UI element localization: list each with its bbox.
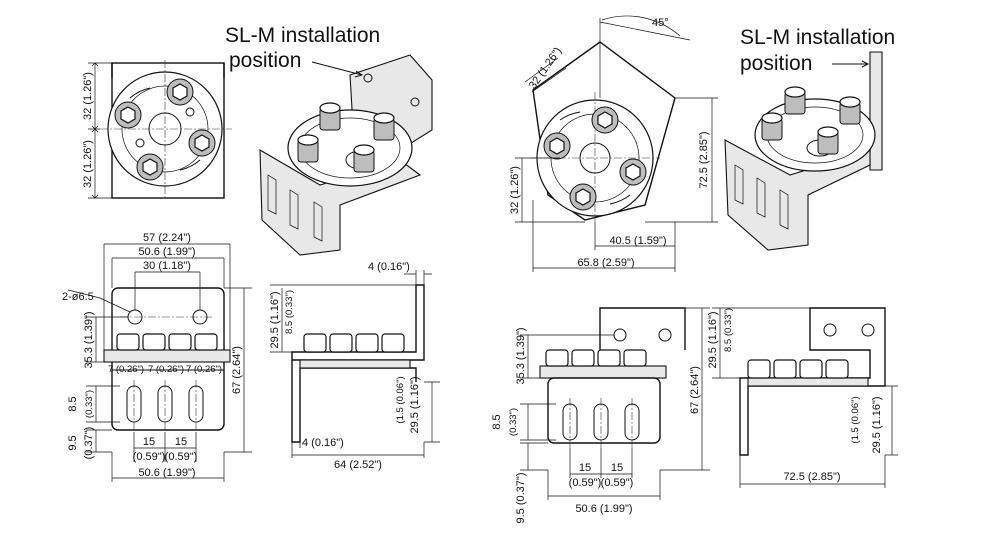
right-side-view: 29.5 (1.16") 8.5 (0.33") (1.5 (0.06") 29… (707, 307, 898, 488)
dim-1-5-0-06: (1.5 (0.06") (395, 376, 406, 423)
right-front-view: 45° 32 (1.26") 72.5 (2.85") 32 (1.26") 4… (509, 15, 718, 272)
hex-bolt-icon (839, 96, 861, 125)
dim-r-35-3: 35.3 (1.39") (515, 327, 527, 384)
hex-bolt-icon (166, 78, 194, 106)
right-iso-view (724, 51, 883, 251)
hex-bolt-icon (373, 112, 395, 141)
hex-bolt-icon (319, 102, 341, 131)
dim-r-15-b: 15 (611, 462, 623, 474)
dim-r-32-vert: 32 (1.26") (509, 166, 521, 214)
dim-r-15-a: 15 (579, 462, 591, 474)
right-bottom-front-view: 35.3 (1.39") 8.5 (0.33") 9.5 (0.37") 67 … (491, 307, 710, 524)
dim-r-0-59-b: (0.59") (601, 477, 634, 489)
dim-32-top: 32 (1.26") (82, 72, 94, 120)
angle-45: 45° (652, 17, 669, 29)
dim-50-6-bottom: 50.6 (1.99") (138, 467, 195, 479)
dim-8-5: 8.5 (67, 396, 79, 411)
hex-bolt-icon (784, 86, 806, 115)
hex-bolt-icon (543, 132, 571, 160)
callout-right-line2: position (740, 52, 813, 75)
dim-r-32-diag: 32 (1.26") (527, 45, 564, 91)
dim-72-5: 72.5 (2.85") (698, 131, 710, 188)
dim-35-3: 35.3 (1.39") (83, 311, 95, 368)
dim-4-top: 4 (0.16") (368, 261, 410, 273)
callout-left-line2: position (229, 49, 302, 72)
dim-r-8-5-in: (0.33") (508, 408, 519, 436)
dim-r-1-5-0-06: (1.5 (0.06") (850, 396, 861, 443)
dim-0-59-b: (0.59") (165, 451, 198, 463)
hex-bolt-icon (114, 101, 142, 129)
hex-bolt-icon (297, 134, 319, 163)
hex-bolt-icon (761, 112, 783, 141)
dim-4-bottom: 4 (0.16") (302, 437, 344, 449)
dim-r-0-59-a: (0.59") (569, 477, 602, 489)
dim-r-67: 67 (2.64") (689, 366, 701, 414)
dim-67: 67 (2.64") (231, 346, 243, 394)
dim-r-29-5-side: 29.5 (1.16") (871, 396, 883, 453)
dim-50-6-top: 50.6 (1.99") (138, 246, 195, 258)
hex-bolt-icon (619, 158, 647, 186)
dim-15-a: 15 (143, 436, 155, 448)
hex-bolt-icon (188, 129, 216, 157)
callout-left-line1: SL-M installation (225, 24, 381, 47)
dim-57: 57 (2.24") (143, 232, 191, 244)
bolt-row (116, 333, 218, 351)
callout-right-line1: SL-M installation (740, 26, 896, 49)
dim-7-b: 7 (0.26") (148, 364, 184, 375)
dim-7-a: 7 (0.26") (108, 364, 144, 375)
dim-15-b: 15 (175, 436, 187, 448)
dim-29-5-side: 29.5 (1.16") (409, 376, 421, 433)
dim-32-bottom: 32 (1.26") (82, 140, 94, 188)
hex-bolt-icon (569, 183, 597, 211)
hex-bolt-icon (353, 144, 375, 173)
dim-7-c: 7 (0.26") (186, 364, 222, 375)
left-front-view: 32 (1.26") 32 (1.26") (82, 60, 232, 200)
hex-bolt-icon (817, 126, 839, 155)
dim-2-phi-6-5: 2-ø6.5 (62, 291, 94, 303)
dim-8-5-in: (0.33") (84, 390, 95, 418)
dim-r-8-5-0-33: 8.5 (0.33") (723, 308, 734, 352)
dim-r-8-5: 8.5 (491, 414, 503, 429)
dim-9-5-in: (0.37") (83, 427, 95, 460)
dim-r-72-5: 72.5 (2.85") (783, 471, 840, 483)
dim-64: 64 (2.52") (334, 459, 382, 471)
dim-9-5: 9.5 (67, 435, 79, 450)
dim-8-5-0-33: 8.5 (0.33") (284, 290, 295, 334)
dim-40-5: 40.5 (1.59") (609, 235, 666, 247)
hex-bolt-icon (591, 106, 619, 134)
hex-bolt-icon (136, 153, 164, 181)
dim-r-9-5: 9.5 (0.37") (515, 473, 527, 524)
left-side-view: 4 (0.16") 29.5 (1.16") 8.5 (0.33") (1.5 … (269, 261, 440, 471)
dim-r-50-6: 50.6 (1.99") (575, 503, 632, 515)
left-bottom-front-view: 57 (2.24") 50.6 (1.99") 30 (1.18") 2-ø6.… (62, 232, 252, 482)
dim-30: 30 (1.18") (143, 260, 191, 272)
left-iso-view (259, 54, 433, 256)
dim-65-8: 65.8 (2.59") (577, 257, 634, 269)
dim-0-59-a: (0.59") (133, 451, 166, 463)
dim-r-29-5-top: 29.5 (1.16") (707, 311, 719, 368)
dim-29-5-top: 29.5 (1.16") (269, 291, 281, 348)
